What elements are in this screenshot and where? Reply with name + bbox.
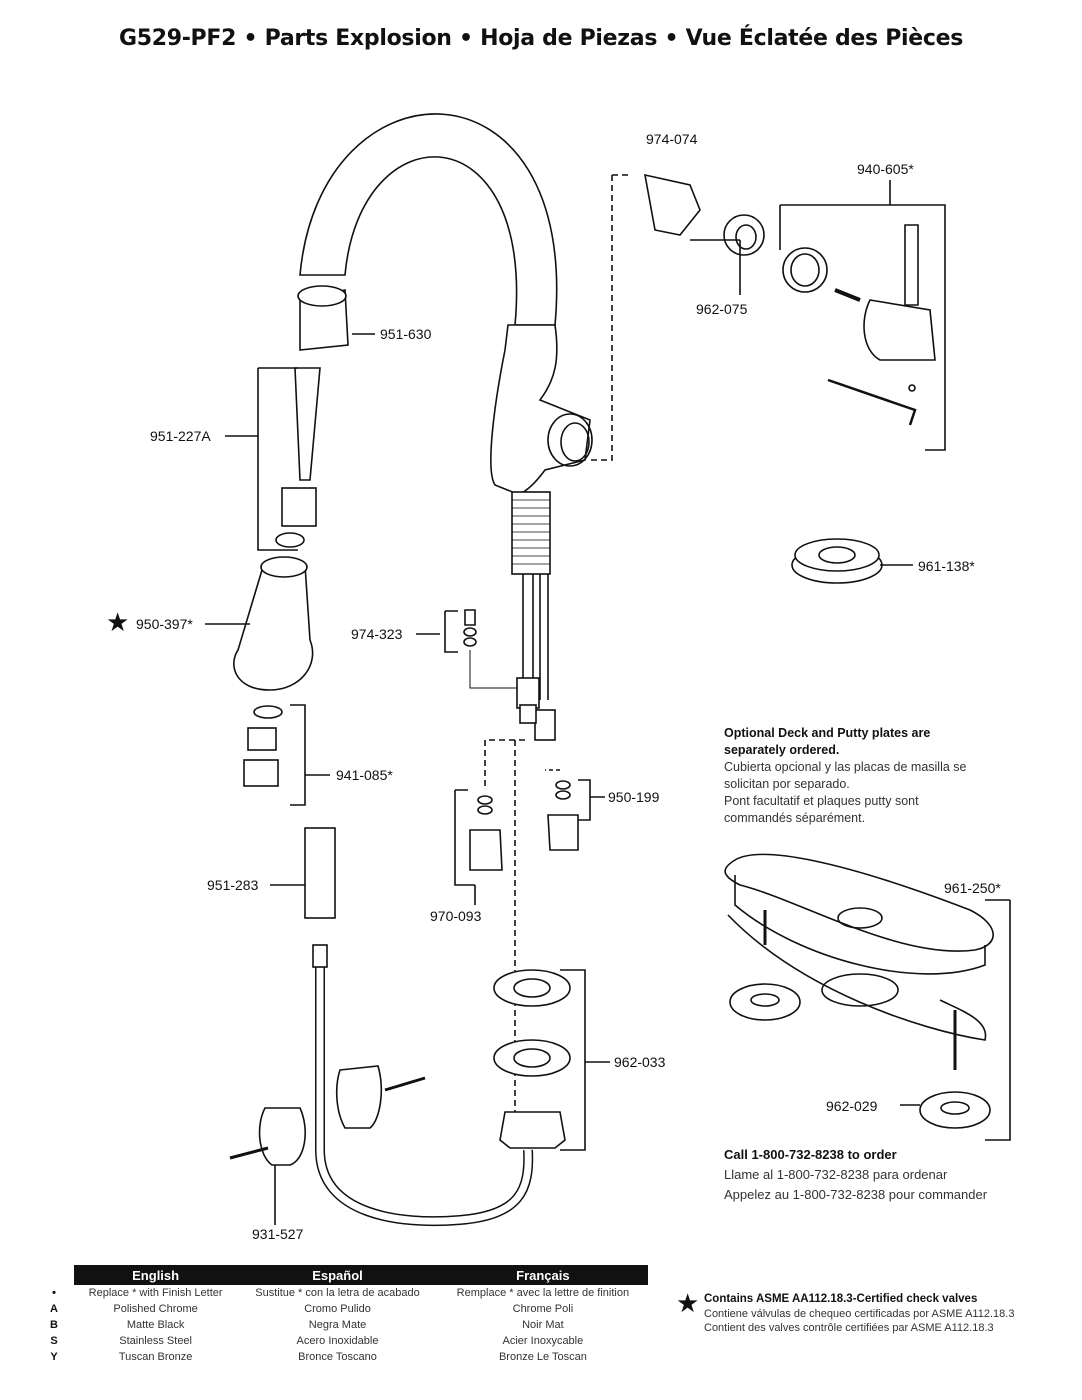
legend-header-espanol: Español [237,1265,438,1285]
spray-head [233,564,314,691]
order-note-fr: Appelez au 1-800-732-8238 pour commander [724,1187,988,1202]
label-961-250: 961-250* [944,880,1001,896]
star-icon: ★ [106,607,130,637]
legend-fr: Acier Inoxycable [502,1335,584,1347]
label-941-085: 941-085* [336,767,393,783]
certified-note: ★ Contains ASME AA112.18.3-Certified che… [676,1288,1015,1335]
legend-row: B Matte Black Negra Mate Noir Mat [34,1317,648,1333]
label-950-397: 950-397* [136,616,193,632]
legend-code: B [50,1319,58,1331]
label-974-074: 974-074 [646,131,698,147]
legend-es: Sustitue * con la letra de acabado [255,1287,420,1299]
legend-es: Negra Mate [308,1319,367,1331]
optional-note-line-2: separately ordered. [724,743,840,757]
legend-es: Cromo Pulido [304,1303,371,1315]
certified-en: Contains ASME AA112.18.3-Certified check… [704,1293,978,1305]
label-951-630: 951-630 [380,326,432,342]
legend-row: • Replace * with Finish Letter Sustitue … [34,1285,648,1301]
legend-es: Bronce Toscano [298,1351,377,1363]
label-951-283: 951-283 [207,877,259,893]
legend-en: Matte Black [126,1319,185,1331]
label-931-527: 931-527 [252,1226,304,1242]
optional-note-es-2: solicitan por separado. [724,777,850,791]
label-951-227A: 951-227A [150,428,211,444]
legend-row: S Stainless Steel Acero Inoxidable Acier… [34,1333,648,1349]
order-note-es: Llame al 1-800-732-8238 para ordenar [724,1167,948,1182]
label-962-029: 962-029 [826,1098,878,1114]
legend-fr: Chrome Poli [512,1303,574,1315]
legend-fr: Noir Mat [522,1319,564,1331]
legend-code: A [50,1303,58,1315]
legend-en: Polished Chrome [113,1303,198,1315]
legend-code: • [52,1287,56,1299]
legend-en: Replace * with Finish Letter [88,1287,223,1299]
label-974-323: 974-323 [351,626,403,642]
legend-en: Stainless Steel [119,1335,192,1347]
legend-row: Y Tuscan Bronze Bronce Toscano Bronze Le… [34,1349,648,1365]
legend-header-row: English Español Français [34,1265,648,1285]
legend-en: Tuscan Bronze [118,1351,193,1363]
label-940-605: 940-605* [857,161,914,177]
label-961-138: 961-138* [918,558,975,574]
legend-code: S [50,1335,58,1347]
legend-es: Acero Inoxidable [296,1335,379,1347]
legend-row: A Polished Chrome Cromo Pulido Chrome Po… [34,1301,648,1317]
optional-plates-note: Optional Deck and Putty plates are separ… [724,725,967,827]
certified-fr: Contient des valves contrôle certifiées … [704,1322,994,1334]
label-962-075: 962-075 [696,301,748,317]
spout [299,113,558,326]
legend-code: Y [50,1351,58,1363]
page-title: G529-PF2 • Parts Explosion • Hoja de Pie… [118,26,964,51]
shank [511,491,551,575]
star-icon: ★ [676,1288,700,1318]
deck-plate [724,853,994,952]
finish-legend-table: English Español Français • Replace * wit… [34,1265,648,1365]
order-note: Call 1-800-732-8238 to order Llame al 1-… [724,1145,987,1205]
label-962-033: 962-033 [614,1054,666,1070]
legend-header-francais: Français [437,1265,648,1285]
legend-header-code [34,1265,74,1285]
legend-header-english: English [74,1265,238,1285]
optional-note-fr-1: Pont facultatif et plaques putty sont [724,794,919,808]
legend-fr: Remplace * avec la lettre de finition [456,1287,630,1299]
label-970-093: 970-093 [430,908,482,924]
optional-note-line-1: Optional Deck and Putty plates are [724,726,931,740]
faucet-body [490,324,591,496]
optional-note-fr-2: commandés séparément. [724,811,866,825]
optional-note-es-1: Cubierta opcional y las placas de masill… [724,760,967,774]
legend-fr: Bronze Le Toscan [498,1351,587,1363]
order-note-en: Call 1-800-732-8238 to order [724,1147,897,1162]
certified-es: Contiene válvulas de chequeo certificada… [704,1308,1015,1320]
label-950-199: 950-199 [608,789,660,805]
